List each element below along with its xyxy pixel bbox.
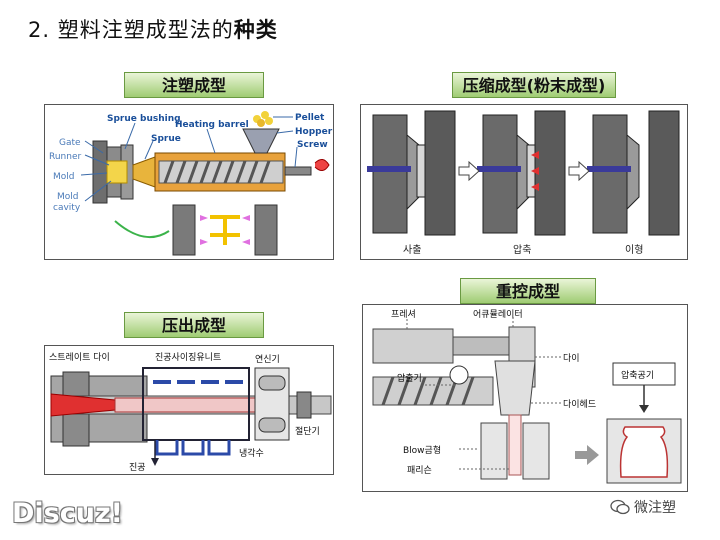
label-pellet: Pellet [295,113,325,123]
label-runner: Runner [49,152,81,162]
compression-label: 压缩成型(粉末成型) [452,72,616,98]
injection-label: 注塑成型 [124,72,264,98]
label-heating-barrel: Heating barrel [175,120,249,130]
label-straight-die: 스트레이트 다이 [49,352,110,363]
label-extruder: 압출기 [397,372,422,384]
label-sprue-bushing: Sprue bushing [107,114,181,124]
label-die: 다이 [563,353,580,364]
page-title: 2. 塑料注塑成型法的种类 [28,18,278,42]
label-mold-cavity-1: Mold [57,192,79,202]
discuz-watermark: Discuz! [12,498,123,529]
label-step-release: 이형 [625,244,643,256]
label-vacuum: 진공 [129,462,146,473]
label-vacuum-sizing: 진공사이징유니트 [155,352,221,363]
label-parison: 패리슨 [407,465,432,476]
blow-diagram: 프레셔 어큐뮬레이터 다이 압출기 다이헤드 Blow금형 패리슨 압축공기 [362,304,688,492]
label-compressed-air: 압축공기 [621,369,654,381]
wechat-watermark: 微注塑 [610,497,676,517]
extrusion-diagram: 스트레이트 다이 진공사이징유니트 연신기 절단기 진공 냉각수 [44,345,334,475]
wechat-icon [610,499,630,515]
label-mold: Mold [53,172,75,182]
label-die-head: 다이헤드 [563,398,596,410]
label-gate: Gate [59,138,81,148]
label-blow-mold: Blow금형 [403,445,441,456]
label-coolant: 냉각수 [239,447,264,459]
compression-diagram: 사출 압축 이형 [360,104,688,260]
label-puller: 연신기 [255,354,280,365]
label-sprue: Sprue [151,134,181,144]
label-step-inject: 사출 [403,244,421,256]
blow-label: 重控成型 [460,278,596,304]
injection-diagram: Sprue bushing Sprue Heating barrel Pelle… [44,104,334,260]
label-mold-cavity-2: cavity [53,203,81,213]
label-screw: Screw [297,140,328,150]
label-hopper: Hopper [295,127,333,137]
label-press: 프레셔 [391,309,416,320]
label-cutter: 절단기 [295,425,320,437]
label-accumulator: 어큐뮬레이터 [473,309,523,320]
label-step-compress: 압축 [513,243,531,256]
extrusion-label: 压出成型 [124,312,264,338]
